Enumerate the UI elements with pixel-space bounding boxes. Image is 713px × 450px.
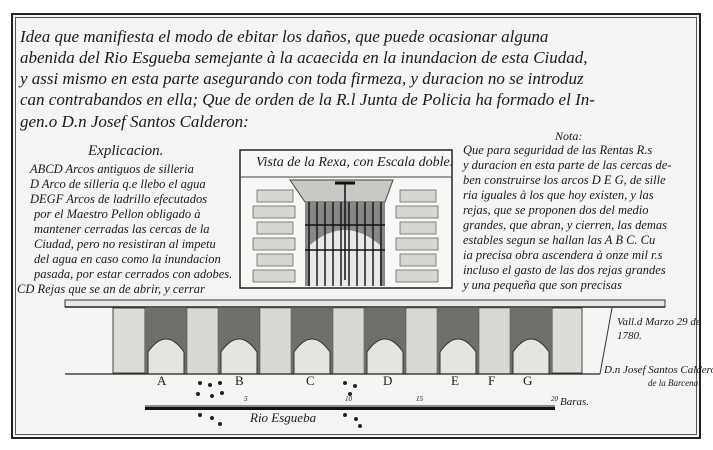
title-line: y assi mismo en esta parte asegurando co… — [20, 69, 584, 88]
nota-line: ria iguales à los que hoy existen, y las — [463, 188, 654, 202]
arch-letter: G — [523, 373, 533, 388]
place-date: Vall.d Marzo 29 de — [617, 316, 701, 328]
arch-pier — [332, 307, 365, 375]
arch-letter: E — [451, 373, 459, 388]
scale-tick: 5 — [244, 395, 248, 403]
year: 1780. — [617, 330, 642, 342]
explicacion-line: ABCD Arcos antiguos de silleria — [30, 162, 194, 176]
scale-tick: 15 — [416, 395, 423, 403]
signature-name: D.n Josef Santos Calderon — [604, 364, 713, 376]
nota-line: grandes, que abran, y cierren, las demas — [463, 218, 668, 232]
explicacion-line: CD Rejas que se an de abrir, y cerrar — [17, 282, 205, 296]
arch-letter: F — [488, 373, 496, 388]
arch-opening — [439, 338, 477, 375]
arch-pier — [259, 307, 292, 375]
arch-letter: B — [235, 373, 244, 388]
arch-letter: A — [157, 373, 167, 388]
nota-heading: Nota: — [555, 129, 583, 143]
nota-line: Que para seguridad de las Rentas R.s — [463, 143, 653, 157]
explicacion-heading: Explicacion. — [88, 143, 164, 159]
arch-opening — [147, 338, 185, 375]
title-line: can contrabandos en ella; Que de orden d… — [20, 90, 595, 109]
arch-opening — [512, 338, 550, 375]
scale-tick: 10 — [345, 395, 352, 403]
explicacion-line: por el Maestro Pellon obligado à — [34, 207, 201, 221]
right-pier — [395, 189, 439, 283]
explicacion-line: DEGF Arcos de ladrillo efecutados — [30, 192, 208, 206]
explicacion-line: mantener cerradas las cercas de la — [34, 222, 210, 236]
river-label: Rio Esgueba — [250, 410, 317, 425]
nota-line: y duracion en esta parte de las cercas d… — [463, 158, 672, 172]
left-pier — [252, 189, 296, 283]
scale-tick: 20 — [551, 395, 558, 403]
title-line: abenida del Rio Esgueba semejante à la a… — [20, 48, 588, 67]
arch-opening — [293, 338, 331, 375]
nota-line: ia precisa obra ascendera à onze mil r.s — [463, 248, 663, 262]
nota-line: ben construirse los arcos D E G, de sill… — [463, 173, 666, 187]
arches — [145, 307, 552, 375]
arch-pier — [186, 307, 219, 375]
arch-pier — [478, 307, 511, 375]
arch-pier — [405, 307, 438, 375]
nota-line: rejas, que se proponen dos del medio — [463, 203, 649, 217]
nota-line: y una pequeña que son precisas — [463, 278, 622, 292]
explicacion-line: pasada, por estar cerrados con adobes. — [34, 267, 233, 281]
scale-unit: Baras. — [560, 396, 590, 408]
explicacion-line: D Arco de silleria q.e llebo el agua — [30, 177, 206, 191]
arch-opening — [220, 338, 258, 375]
signature-name-line2: de la Barcena — [648, 378, 699, 388]
grate-caption: Vista de la Rexa, con Escala doble. — [256, 155, 454, 170]
nota-line: incluso el gasto de las dos rejas grande… — [463, 263, 666, 277]
arch-opening — [366, 338, 404, 375]
arch-letter: C — [306, 373, 315, 388]
grate-bars — [305, 202, 385, 286]
title-line: gen.o D.n Josef Santos Calderon: — [20, 112, 249, 131]
explicacion-line: del agua en caso como la inundacion — [34, 252, 221, 266]
arch-letter: D — [383, 373, 393, 388]
nota-line: estables segun se hallan las A B C. Cu — [463, 233, 656, 247]
explicacion-line: Ciudad, pero no resistiran al impetu — [34, 237, 216, 251]
title-line: Idea que manifiesta el modo de ebitar lo… — [20, 27, 549, 46]
vegetation-marks — [196, 381, 362, 428]
